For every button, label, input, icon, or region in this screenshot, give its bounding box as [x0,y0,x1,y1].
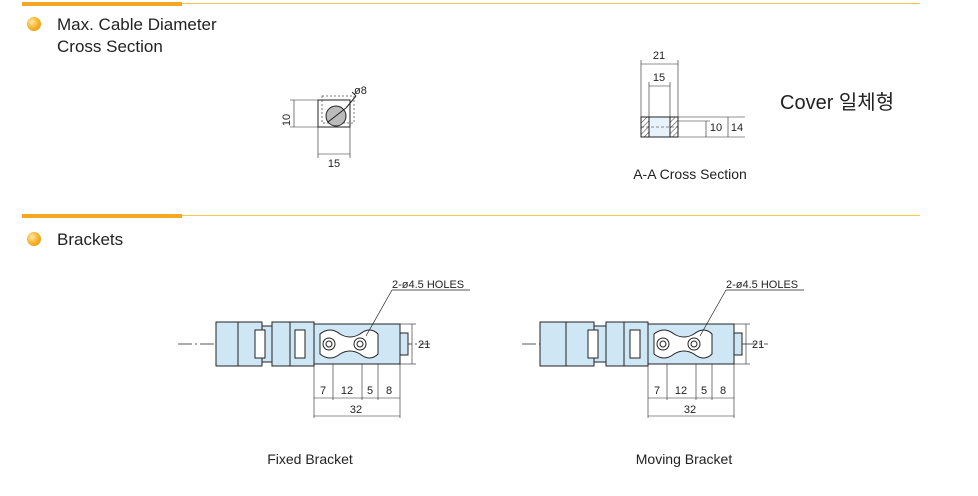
moving-bracket-caption: Moving Bracket [635,451,733,467]
fixed-dim-height: 21 [418,339,430,351]
moving-dim-b: 12 [675,385,687,397]
cover-label: Cover 일체형 [780,92,895,114]
section-title-cable: Max. Cable Diameter Cross Section [57,14,217,58]
cable-dim-diameter: ø8 [354,85,367,97]
cable-cross-section [290,91,357,158]
aa-dim-top: 21 [653,50,665,62]
aa-cross-section [640,60,745,138]
fixed-dim-total: 32 [350,404,362,416]
moving-dim-a: 7 [654,385,660,397]
cable-dim-height: 10 [281,114,293,126]
section-title-line2: Cross Section [57,37,163,56]
aa-dim-inner: 15 [653,72,665,84]
fixed-bracket-caption: Fixed Bracket [267,451,353,467]
aa-dim-h-outer: 14 [731,122,743,134]
fixed-dim-a: 7 [320,385,326,397]
aa-dim-h-inner: 10 [710,122,722,134]
section-title-line1: Max. Cable Diameter [57,15,217,34]
moving-dim-height: 21 [752,339,764,351]
bullet-icon [27,17,41,31]
moving-holes-label: 2-ø4.5 HOLES [726,279,798,291]
moving-bracket-drawing [522,289,804,418]
bullet-icon [27,232,41,246]
moving-dim-d: 8 [720,385,726,397]
moving-dim-total: 32 [684,404,696,416]
fixed-dim-c: 5 [367,385,373,397]
section-divider-brackets [22,214,920,218]
moving-dim-c: 5 [701,385,707,397]
fixed-holes-label: 2-ø4.5 HOLES [392,279,464,291]
fixed-bracket-drawing [178,289,470,418]
fixed-dim-b: 12 [341,385,353,397]
cable-dim-width: 15 [328,158,340,170]
aa-caption: A-A Cross Section [633,166,747,182]
section-title-brackets: Brackets [57,230,124,249]
section-divider-top [22,2,920,6]
fixed-dim-d: 8 [386,385,392,397]
